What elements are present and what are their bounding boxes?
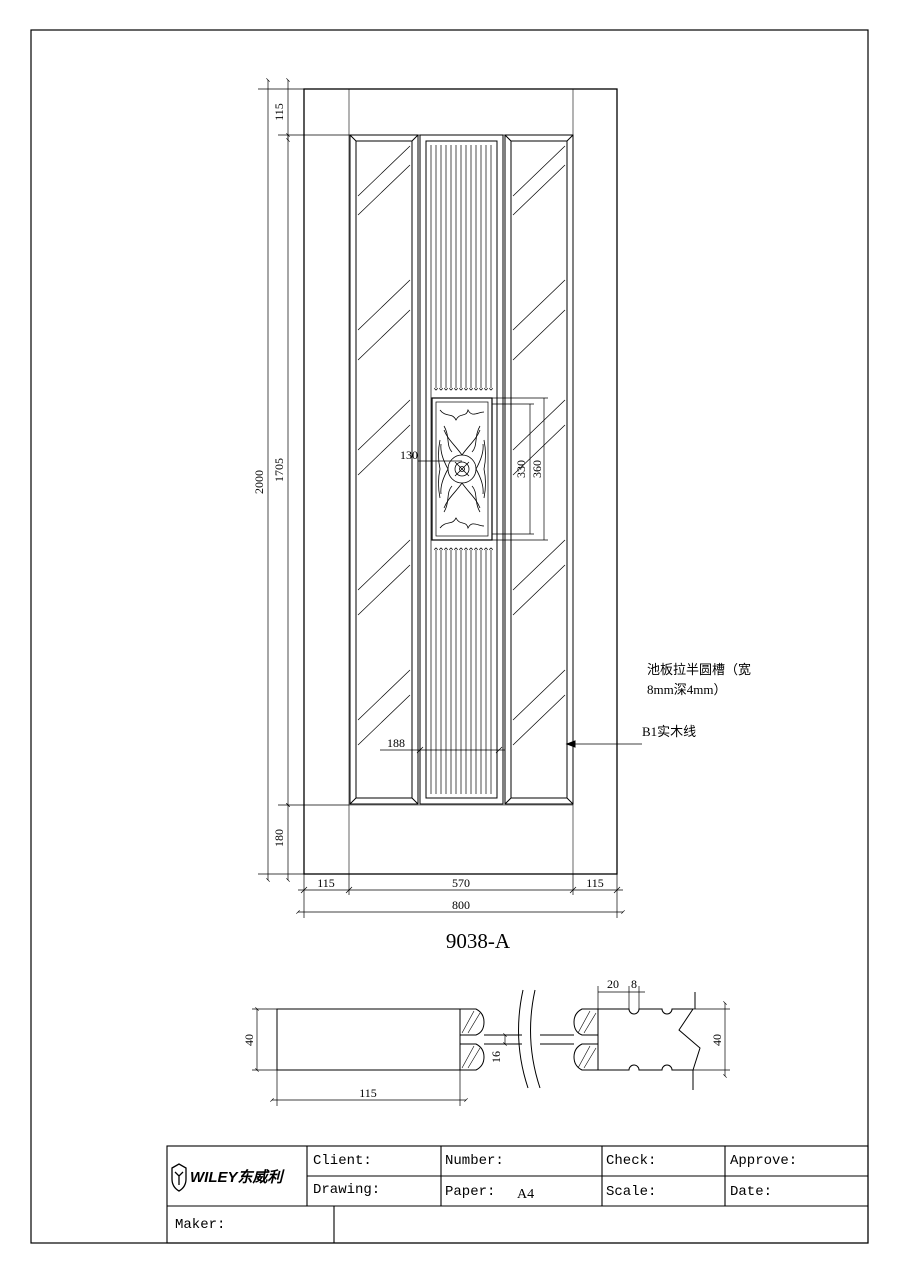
dim-bottom-rail: 180 bbox=[272, 829, 286, 847]
groove-end bbox=[464, 387, 468, 391]
groove-end bbox=[474, 387, 478, 391]
center-grooved-panel bbox=[419, 134, 504, 805]
check-label: Check: bbox=[606, 1153, 657, 1169]
dim-top-rail: 115 bbox=[272, 103, 286, 121]
dim-groove-panel-width: 188 bbox=[387, 736, 405, 750]
groove-end bbox=[434, 547, 438, 551]
note-solid-wood: B1实木线 bbox=[642, 724, 696, 739]
dim-carving-width: 130 bbox=[400, 448, 418, 462]
door-elevation bbox=[303, 88, 642, 875]
dimension-labels: 115 1705 2000 180 115 570 115 800 130 33… bbox=[252, 103, 604, 912]
sec-groove-offset: 20 bbox=[607, 977, 619, 991]
client-label: Client: bbox=[313, 1153, 372, 1169]
left-glass-panel bbox=[349, 134, 419, 805]
paper-value: A4 bbox=[517, 1187, 535, 1202]
groove-end bbox=[434, 387, 438, 391]
approve-label: Approve: bbox=[730, 1153, 798, 1169]
scale-label: Scale: bbox=[606, 1184, 657, 1200]
section-dimensions bbox=[252, 986, 730, 1106]
number-label: Number: bbox=[445, 1153, 504, 1169]
dim-carving-inner-height: 330 bbox=[514, 460, 528, 478]
dimension-lines bbox=[258, 78, 625, 918]
section-detail bbox=[276, 989, 701, 1090]
sheet-border bbox=[30, 29, 869, 1244]
dim-total-height: 2000 bbox=[252, 470, 266, 494]
groove-end bbox=[449, 387, 453, 391]
sec-thickness-right: 40 bbox=[710, 1034, 724, 1046]
drawing-label: Drawing: bbox=[313, 1182, 381, 1198]
groove-end bbox=[484, 547, 488, 551]
groove-end bbox=[459, 387, 463, 391]
sec-stile-width: 115 bbox=[359, 1086, 377, 1100]
section-labels: 40 115 16 20 8 40 bbox=[242, 977, 724, 1100]
groove-end bbox=[474, 547, 478, 551]
annotations: 池板拉半圆槽（宽 8mm深4mm） B1实木线 bbox=[642, 662, 751, 739]
shield-logo-icon bbox=[171, 1163, 187, 1192]
dim-stile-left: 115 bbox=[317, 876, 335, 890]
paper-label: Paper: bbox=[445, 1184, 496, 1200]
note-groove-line1: 池板拉半圆槽（宽 bbox=[647, 662, 751, 677]
groove-end bbox=[449, 547, 453, 551]
groove-end bbox=[444, 387, 448, 391]
model-title: 9038-A bbox=[446, 929, 511, 953]
left-glass-hatch bbox=[357, 145, 411, 746]
groove-end bbox=[479, 387, 483, 391]
dim-carving-outer-height: 360 bbox=[530, 460, 544, 478]
dim-stile-right: 115 bbox=[586, 876, 604, 890]
groove-end bbox=[484, 387, 488, 391]
maker-label: Maker: bbox=[175, 1217, 226, 1233]
groove-end bbox=[454, 547, 458, 551]
groove-lines bbox=[430, 145, 493, 794]
note-groove-line2: 8mm深4mm） bbox=[647, 682, 726, 697]
groove-end bbox=[469, 547, 473, 551]
groove-end bbox=[469, 387, 473, 391]
carving-ornament bbox=[438, 408, 486, 530]
groove-end bbox=[464, 547, 468, 551]
dim-total-width: 800 bbox=[452, 898, 470, 912]
right-glass-panel bbox=[504, 134, 574, 805]
brand-logo: WILEY东威利 bbox=[190, 1169, 283, 1186]
groove-end bbox=[444, 547, 448, 551]
sec-thickness-left: 40 bbox=[242, 1034, 256, 1046]
dim-panel-height: 1705 bbox=[272, 458, 286, 482]
groove-end bbox=[439, 387, 443, 391]
sec-bead: 16 bbox=[489, 1051, 503, 1063]
groove-end bbox=[489, 387, 493, 391]
groove-end bbox=[479, 547, 483, 551]
right-glass-hatch bbox=[512, 145, 566, 746]
dim-center-width: 570 bbox=[452, 876, 470, 890]
groove-end bbox=[454, 387, 458, 391]
sec-groove-width: 8 bbox=[631, 977, 637, 991]
title-block bbox=[166, 1145, 869, 1244]
groove-end bbox=[459, 547, 463, 551]
groove-end bbox=[439, 547, 443, 551]
groove-end bbox=[489, 547, 493, 551]
date-label: Date: bbox=[730, 1184, 773, 1200]
